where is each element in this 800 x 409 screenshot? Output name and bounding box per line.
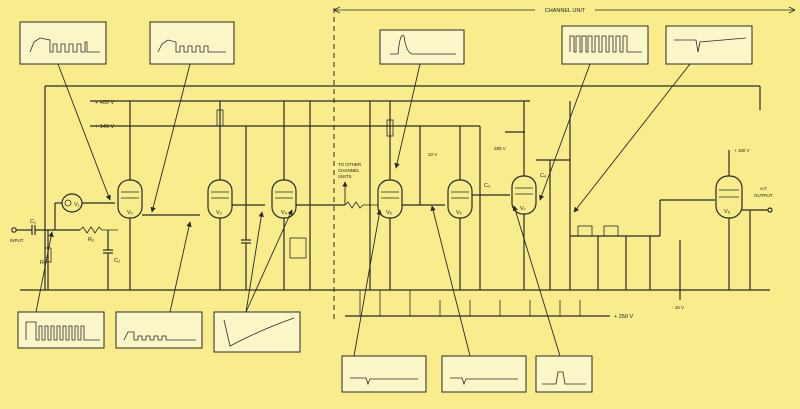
v1-label: V₁ [74, 202, 80, 208]
tube-v7: 280 V C₃ V₇ C₄ [484, 101, 571, 290]
output-label-1: A.F [760, 186, 767, 191]
waveform-box-5 [665, 25, 753, 65]
output-label-2: OUTPUT [754, 193, 773, 198]
v2-label: V₂ [127, 210, 133, 216]
waveform-box-8 [213, 311, 301, 353]
v6-label: V₆ [456, 210, 462, 216]
waveform-box-6 [17, 311, 105, 349]
supply-180v-label: + 180 V [734, 148, 750, 153]
v5-label: V₅ [386, 210, 392, 216]
other-units-note: TO OTHER CHANNEL UNITS [338, 162, 362, 205]
waveform-box-1 [19, 21, 107, 65]
filter-network: - 15 V [570, 199, 715, 310]
waveform-box-9 [341, 355, 427, 393]
pointer-arrows [35, 63, 691, 357]
v4-label: V₄ [281, 210, 288, 216]
tube-v5: V₅ [344, 101, 445, 290]
waveform-box-10 [441, 355, 527, 393]
input-label: INPUT [10, 238, 24, 243]
r1-label: R₁ [40, 260, 46, 266]
waveform-box-2 [149, 21, 235, 65]
r2-label: R₂ [88, 237, 94, 243]
waveform-box-7 [115, 311, 203, 349]
supply-280v-label: 280 V [494, 146, 506, 151]
waveform-box-4 [561, 25, 649, 65]
c1-label: C₁ [30, 219, 36, 225]
v3-label: V₃ [216, 210, 222, 216]
tube-v8: V₈ + 180 V A.F OUTPUT [715, 148, 773, 290]
c3-label: C₃ [484, 183, 490, 189]
waveform-box-3 [379, 29, 465, 65]
tube-v3: V₃ [207, 101, 265, 290]
supply-10v-label: 10 V [428, 152, 437, 157]
other-units-line-1: TO OTHER [338, 162, 362, 167]
other-units-line-2: CHANNEL [338, 168, 360, 173]
waveform-box-11 [535, 355, 593, 393]
c2-label: C₂ [114, 258, 120, 264]
supply-neg15v-label: - 15 V [672, 305, 684, 310]
tube-v1: V₁ [54, 193, 115, 230]
rail-250v-label: + 250 V [614, 314, 633, 320]
c4-label: C₄ [540, 173, 547, 179]
channel-unit-label: CHANNEL UNIT [545, 8, 586, 14]
channel-unit-boundary: CHANNEL UNIT [333, 5, 796, 320]
rail-400v-label: + 400 V [95, 100, 114, 106]
input-section: INPUT C₁ R₁ R₂ C₂ [10, 219, 120, 290]
v8-label: V₈ [724, 209, 730, 215]
tube-v2: V₂ [117, 101, 200, 290]
v7-label: V₇ [520, 206, 526, 212]
other-units-line-3: UNITS [338, 174, 352, 179]
tube-v6: 10 V V₆ [428, 126, 510, 290]
tube-v4: V₄ [271, 101, 345, 290]
rail-140v-label: + 140 V [95, 124, 114, 130]
